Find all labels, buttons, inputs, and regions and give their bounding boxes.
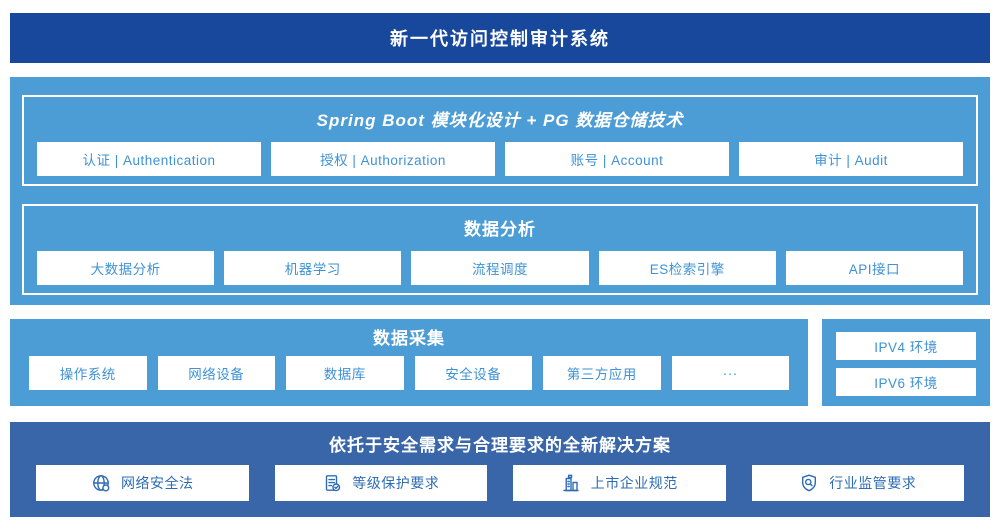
- module-account: 账号 | Account: [505, 142, 729, 176]
- springboot-title: Spring Boot 模块化设计 + PG 数据仓储技术: [316, 111, 684, 130]
- solution-title: 依托于安全需求与合理要求的全新解决方案: [329, 436, 671, 455]
- solution-item-label: 上市企业规范: [590, 475, 678, 491]
- data-analysis-box: 数据分析 大数据分析 机器学习 流程调度 ES检索引擎 API接口: [22, 204, 978, 295]
- solution-industry-supervision: 行业监管要求: [751, 465, 964, 501]
- analysis-module-row: 大数据分析 机器学习 流程调度 ES检索引擎 API接口: [37, 251, 964, 285]
- page-title: 新一代访问控制审计系统: [390, 29, 610, 49]
- globe-icon: [93, 475, 110, 492]
- module-es-search-engine: ES检索引擎: [598, 251, 776, 285]
- springboot-box: Spring Boot 模块化设计 + PG 数据仓储技术 认证 | Authe…: [22, 95, 978, 186]
- solution-listed-company-standard: 上市企业规范: [513, 465, 726, 501]
- solution-item-label: 行业监管要求: [829, 475, 917, 491]
- env-ipv6: IPV6 环境: [836, 368, 976, 396]
- source-third-party-app: 第三方应用: [543, 356, 661, 390]
- source-network-device: 网络设备: [157, 356, 275, 390]
- platform-section: Spring Boot 模块化设计 + PG 数据仓储技术 认证 | Authe…: [10, 77, 990, 305]
- springboot-module-row: 认证 | Authentication 授权 | Authorization 账…: [37, 142, 963, 176]
- source-security-device: 安全设备: [414, 356, 532, 390]
- solution-classified-protection: 等级保护要求: [274, 465, 487, 501]
- module-authorization: 授权 | Authorization: [271, 142, 495, 176]
- network-environment-box: IPV4 环境 IPV6 环境: [822, 319, 990, 406]
- data-analysis-title: 数据分析: [464, 220, 536, 239]
- source-database: 数据库: [286, 356, 404, 390]
- collection-source-row: 操作系统 网络设备 数据库 安全设备 第三方应用 ···: [29, 356, 789, 390]
- solution-item-label: 等级保护要求: [352, 475, 440, 491]
- shield-search-icon: [802, 474, 817, 492]
- source-operating-system: 操作系统: [29, 356, 147, 390]
- document-check-icon: [326, 475, 341, 492]
- title-banner: 新一代访问控制审计系统: [10, 13, 990, 63]
- building-icon: [563, 474, 579, 492]
- solution-section: 依托于安全需求与合理要求的全新解决方案 网络安全法 等级保护要求: [10, 422, 990, 517]
- solution-item-label: 网络安全法: [121, 475, 194, 491]
- module-api-interface: API接口: [785, 251, 964, 285]
- source-more-ellipsis: ···: [671, 356, 789, 390]
- module-workflow-scheduling: 流程调度: [411, 251, 589, 285]
- module-bigdata-analysis: 大数据分析: [37, 251, 215, 285]
- data-collection-title: 数据采集: [373, 329, 445, 348]
- solution-item-row: 网络安全法 等级保护要求 上市企业规范: [36, 465, 964, 501]
- module-audit: 审计 | Audit: [739, 142, 963, 176]
- env-ipv4: IPV4 环境: [836, 332, 976, 360]
- module-machine-learning: 机器学习: [224, 251, 402, 285]
- module-authentication: 认证 | Authentication: [37, 142, 261, 176]
- solution-cybersecurity-law: 网络安全法: [36, 465, 249, 501]
- data-collection-section: 数据采集 操作系统 网络设备 数据库 安全设备 第三方应用 ···: [10, 319, 808, 406]
